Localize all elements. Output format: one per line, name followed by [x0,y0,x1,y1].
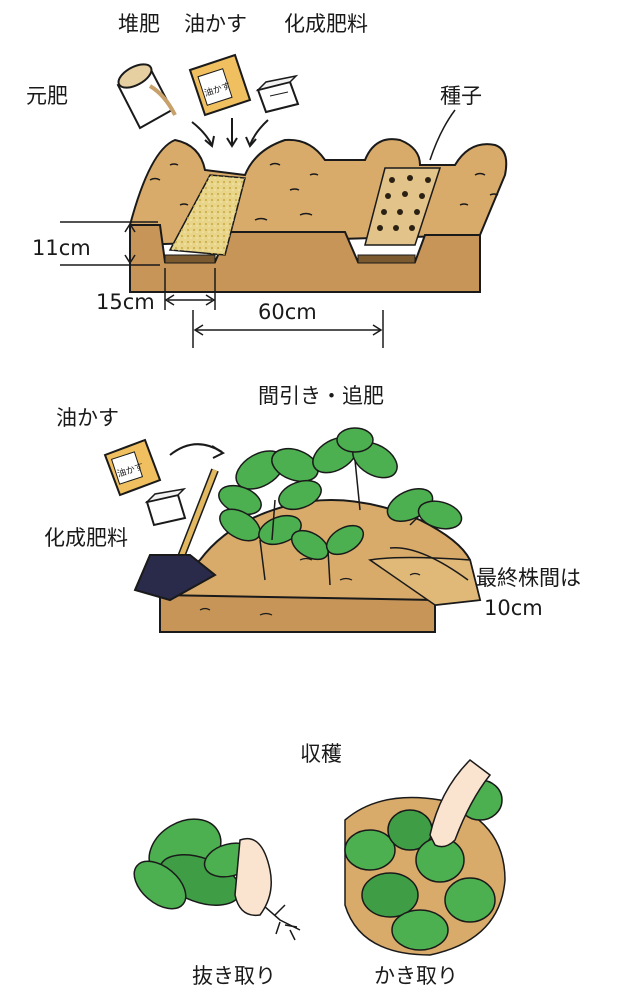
curved-arrow-icon [169,443,226,459]
seed-leader-line [429,109,456,161]
label-chemical-fertilizer-top: 化成肥料 [284,12,368,36]
dimension-furrow-width: 15cm [96,290,155,314]
label-pull-out: 抜き取り [192,964,276,988]
chemical-fertilizer-box-icon [255,74,300,114]
dimension-lines [60,221,384,348]
hoe-icon [133,468,219,602]
spinach-seedlings [218,427,463,586]
harvest-scene [133,759,506,956]
thinning-scene: 油かす [103,427,482,633]
label-oil-cake-top: 油かす [184,12,247,36]
label-final-spacing-line2: 10cm [484,596,543,620]
label-harvest: 収穫 [300,742,342,766]
label-seeds: 種子 [440,84,482,108]
label-pick-leaves: かき取り [374,964,458,988]
dimension-row-spacing: 60cm [258,300,317,324]
label-base-fertilizer: 元肥 [26,84,68,108]
label-oil-cake-mid: 油かす [56,406,119,430]
leaf-picking-plant [344,759,506,956]
chemical-fertilizer-box-icon [144,487,187,527]
pulled-plant [133,818,301,941]
bed-preparation-scene: 油かす [60,53,508,348]
fertilizer-arrows [191,118,269,148]
seed-furrow [364,167,442,246]
dimension-height: 11cm [32,236,91,260]
oil-cake-bag-icon: 油かす [103,438,162,497]
oil-cake-bag-icon: 油かす [188,53,252,117]
label-thinning-top-dressing: 間引き・追肥 [258,384,384,408]
spacing-leader-line [389,547,469,581]
label-final-spacing-line1: 最終株間は [476,566,581,590]
label-compost: 堆肥 [118,12,160,36]
label-chemical-fertilizer-mid: 化成肥料 [44,526,128,550]
compost-bucket-icon [116,63,177,130]
seeds [377,175,431,231]
